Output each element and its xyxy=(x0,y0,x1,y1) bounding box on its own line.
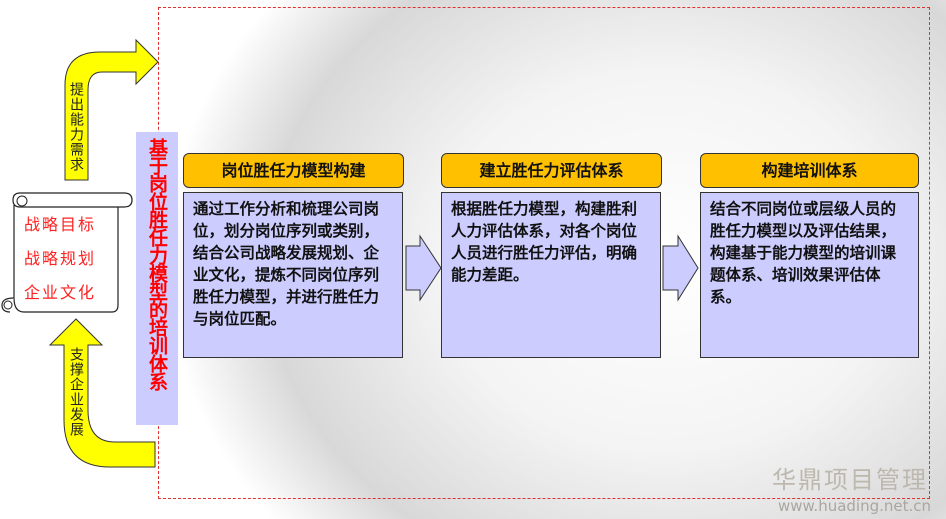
scroll-shape xyxy=(1,192,133,313)
up-right-arrow xyxy=(64,38,159,181)
step-3-header: 构建培训体系 xyxy=(700,153,919,188)
step-2-body: 根据胜任力模型，构建胜利人力评估体系，对各个岗位人员进行胜任力评估，明确能力差距… xyxy=(441,192,661,358)
step-3-body: 结合不同岗位或层级人员的胜任力模型以及评估结果，构建基于能力模型的培训课题体系、… xyxy=(700,192,919,358)
bottom-arrow-label: 支撑企业发展 xyxy=(68,347,84,437)
top-arrow-label: 提出能力需求 xyxy=(68,82,84,172)
system-title: 基于岗位胜任力模型的培训体系 xyxy=(146,138,168,390)
watermark-name: 华鼎项目管理 xyxy=(772,466,928,494)
step-arrow-1 xyxy=(405,234,442,302)
scroll-item: 战略目标 xyxy=(24,215,97,234)
system-title-band: 基于岗位胜任力模型的培训体系 xyxy=(136,132,178,425)
scroll-item: 战略规划 xyxy=(24,249,97,268)
scroll-item: 企业文化 xyxy=(24,283,97,302)
left-up-arrow xyxy=(48,318,156,468)
step-2-header: 建立胜任力评估体系 xyxy=(441,153,662,188)
step-arrow-2 xyxy=(662,234,699,302)
step-1-header: 岗位胜任力模型构建 xyxy=(183,153,404,188)
watermark-url: www.huading.net.cn xyxy=(778,497,932,515)
step-1-body: 通过工作分析和梳理公司岗位，划分岗位序列或类别，结合公司战略发展规划、企业文化，… xyxy=(183,192,403,358)
